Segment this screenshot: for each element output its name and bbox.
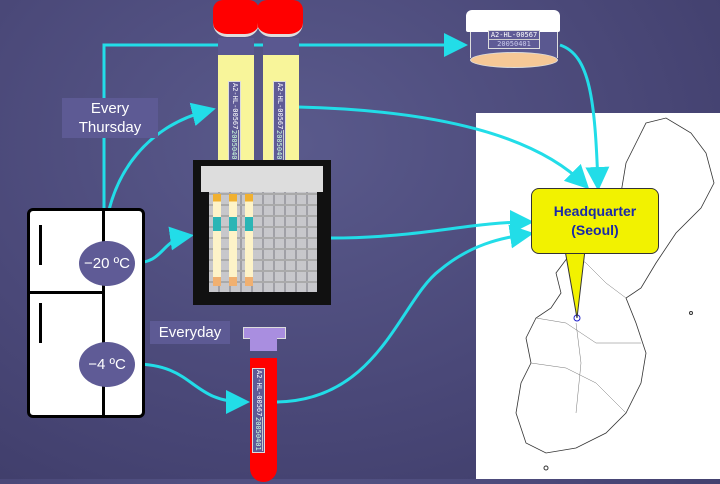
- container-base: [470, 52, 558, 68]
- sample-storage-box: [193, 160, 331, 305]
- door-handle: [39, 303, 42, 343]
- tube-label-id: A2-HL-00567: [276, 83, 284, 130]
- container-label: A2-HL-00567 20050401: [488, 30, 540, 49]
- storage-container: A2-HL-00567 20050401: [466, 10, 560, 68]
- arrow-tubes-to-hq: [297, 105, 590, 190]
- tube-label: A2-HL-00567 20050401: [252, 368, 265, 454]
- everyday-label: Everyday: [150, 321, 230, 344]
- fridge-temp-badge: −4 ºC: [79, 342, 135, 387]
- headquarter-title: Headquarter: [553, 203, 637, 219]
- tube-caps: [213, 0, 305, 38]
- freezer-temp-badge: −20 ºC: [79, 241, 135, 286]
- refrigerator-icon: [27, 208, 145, 418]
- vial-column: [245, 194, 253, 286]
- arrow-box-to-hq: [330, 210, 534, 240]
- box-grid-rows: [209, 192, 317, 292]
- vial-column: [229, 194, 237, 286]
- arrow-freezer-to-container: [102, 33, 468, 240]
- container-label-date: 20050401: [489, 39, 539, 48]
- tube-label-id: A2-HL-00567: [231, 83, 239, 130]
- headquarter-callout: Headquarter (Seoul): [531, 188, 659, 254]
- container-label-id: A2-HL-00567: [490, 31, 538, 39]
- tube-label: A2-HL-00567 20050401: [273, 81, 286, 167]
- headquarter-city: (Seoul): [571, 222, 619, 238]
- arrow-fridge-to-blood-tube: [133, 362, 250, 414]
- tube-label-date: 20050401: [230, 130, 239, 165]
- every-thursday-label: Every Thursday: [62, 98, 158, 138]
- tube-label-date: 20050401: [275, 130, 284, 165]
- box-lid: [201, 166, 323, 192]
- arrow-container-to-hq: [559, 43, 610, 191]
- tube-label-date: 20050401: [254, 417, 263, 452]
- tube-label: A2-HL-00567 20050401: [228, 81, 241, 167]
- callout-pointer: [564, 250, 586, 319]
- door-handle: [39, 225, 42, 265]
- container-lid: [466, 10, 560, 32]
- tube-label-id: A2-HL-00567: [255, 370, 263, 417]
- arrow-blood-to-hq: [276, 224, 534, 404]
- red-cap-icon: [257, 0, 303, 37]
- box-grid: [209, 192, 317, 292]
- blood-tube: A2-HL-00567 20050401: [250, 358, 277, 482]
- red-cap-icon: [213, 0, 259, 37]
- vial-column: [213, 194, 221, 286]
- tube-neck: [250, 337, 277, 351]
